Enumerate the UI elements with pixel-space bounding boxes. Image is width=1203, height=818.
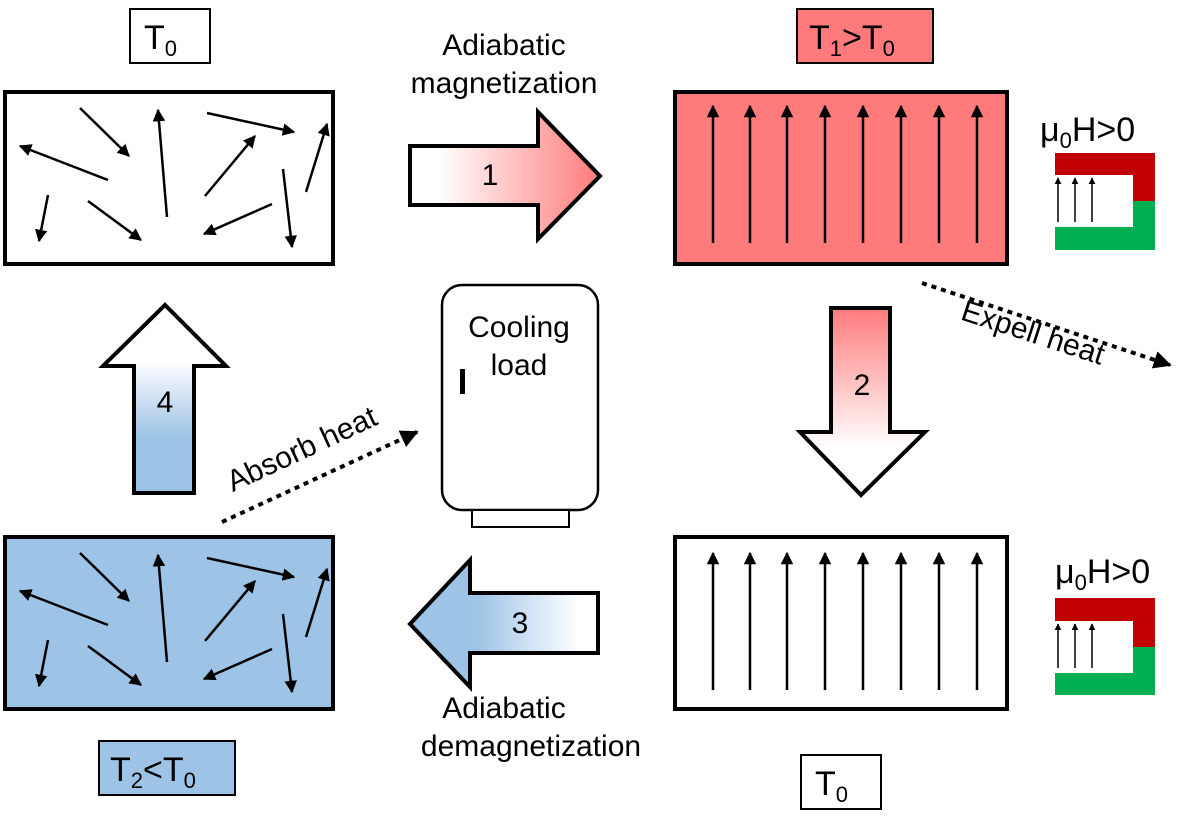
mu-symbol: μ (1055, 553, 1075, 591)
temp-subscript: 0 (836, 782, 848, 807)
fridge-line1: Cooling (468, 311, 570, 344)
label-top-left: T0 (129, 8, 211, 64)
material-box-top-left (3, 90, 335, 266)
step2-number: 2 (854, 369, 871, 402)
label-bottom-left: T2<T0 (98, 740, 236, 796)
step2-arrow: 2 (795, 306, 930, 498)
label-bottom-right: T0 (800, 754, 882, 810)
temp-symbol: T (809, 19, 830, 57)
field-value: H>0 (1072, 111, 1135, 149)
random-moments-top (18, 107, 330, 249)
temp-symbol: T (110, 751, 131, 789)
svg-text:T1>T0: T1>T0 (809, 19, 895, 61)
fridge-icon: Cooling load (440, 283, 600, 528)
step4-number: 4 (157, 386, 174, 419)
step3-line1: Adiabatic (442, 692, 565, 725)
material-box-bottom-left (3, 535, 335, 711)
step3-line2: demagnetization (421, 730, 641, 763)
svg-text:T2<T0: T2<T0 (110, 751, 196, 793)
expel-heat-label: Expell heat (957, 294, 1109, 371)
field-label-top: μ0H>0 (1040, 111, 1135, 153)
step4-arrow: 4 (98, 302, 231, 495)
aligned-moments-bottom (706, 551, 984, 690)
temp-compare: >T (842, 19, 883, 57)
step3-arrow: 3 (407, 554, 600, 692)
temp-subscript: 0 (883, 36, 895, 61)
temp-symbol: T (144, 19, 165, 57)
mu-subscript: 0 (1060, 128, 1072, 153)
svg-text:T0: T0 (144, 19, 177, 61)
material-box-bottom-right (673, 535, 1009, 711)
mu-subscript: 0 (1075, 570, 1087, 595)
absorb-heat-label: Absorb heat (222, 400, 383, 499)
magnet-icon-top (1054, 153, 1155, 250)
random-moments-bottom (18, 552, 330, 694)
temp-subscript: 1 (830, 36, 842, 61)
mu-symbol: μ (1040, 111, 1060, 149)
aligned-moments-top (706, 104, 984, 243)
temp-symbol: T (815, 765, 836, 803)
expel-heat-arrow (921, 281, 1172, 369)
svg-text:T0: T0 (815, 765, 848, 807)
temp-subscript: 2 (131, 768, 143, 793)
field-value: H>0 (1087, 553, 1150, 591)
step1-number: 1 (482, 159, 499, 192)
temp-compare: <T (143, 751, 184, 789)
field-label-bottom: μ0H>0 (1055, 553, 1150, 595)
step1-line1: Adiabatic (442, 29, 565, 62)
material-box-top-right (673, 90, 1009, 266)
temp-subscript: 0 (184, 768, 196, 793)
label-top-right: T1>T0 (796, 8, 934, 64)
step1-line2: magnetization (411, 67, 598, 100)
step1-arrow: 1 (408, 107, 603, 244)
magnet-icon-bottom (1054, 598, 1155, 695)
fridge-line2: load (491, 349, 548, 382)
temp-subscript: 0 (165, 36, 177, 61)
step3-number: 3 (512, 607, 529, 640)
